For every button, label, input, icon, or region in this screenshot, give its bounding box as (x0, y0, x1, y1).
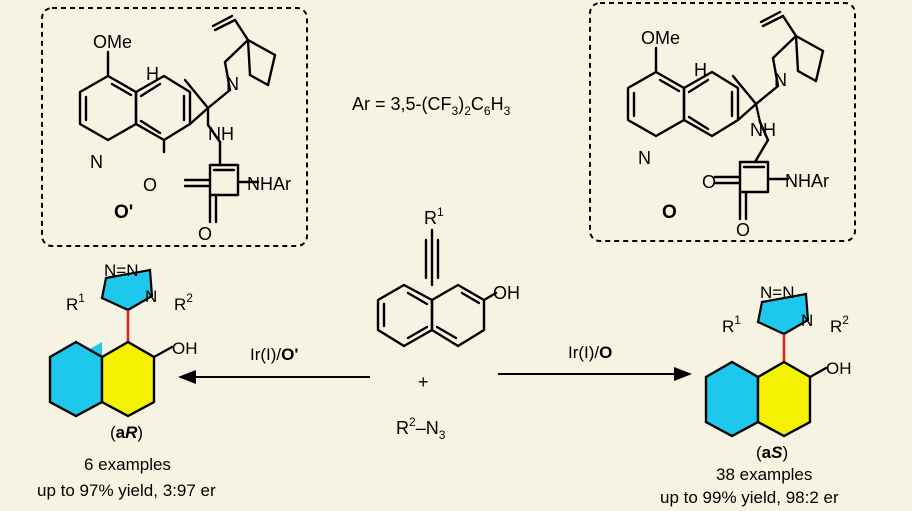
ring-n-label: N (801, 311, 813, 330)
catalyst-o-prime: OMe H N NH N O O NHAr O' (41, 7, 308, 247)
nhar-label: NHAr (785, 171, 829, 191)
oxo-label-2: O (198, 224, 212, 244)
oh-bond (152, 345, 174, 359)
r2-label: R2 (174, 291, 193, 314)
triazole-n-label: N=N (760, 283, 794, 302)
yield-text: up to 97% yield, 3:97 er (37, 481, 216, 500)
left-conditions: Ir(I)/O' (250, 345, 298, 364)
methoxy-label: OMe (93, 32, 132, 52)
oxo-label-1: O (143, 175, 157, 195)
r1-label: R1 (722, 313, 741, 336)
hydrogen-label: H (146, 64, 159, 84)
triazole-ring (756, 292, 810, 336)
catalyst-o-box (589, 2, 856, 242)
quinoline-n-label: N (638, 148, 651, 168)
quinoline-ring (626, 46, 740, 138)
quinuclidine-n-label: N (774, 70, 787, 90)
triazole-ring (100, 268, 154, 312)
naphthalene-ring-1 (704, 360, 760, 438)
product-ar: N=N N R1 R2 OH (aR) 6 examples up to 97%… (37, 261, 216, 500)
cinchona-backbone (183, 14, 277, 144)
naphthalene-ring-2 (100, 340, 156, 418)
amine-nh-label: NH (208, 124, 234, 144)
quinoline-n-label: N (90, 152, 103, 172)
oh-bond (808, 366, 828, 379)
squaramide (183, 140, 260, 224)
squaramide (713, 138, 790, 221)
nhar-label: NHAr (247, 174, 291, 194)
yield-text: up to 99% yield, 98:2 er (660, 488, 839, 507)
right-conditions: Ir(I)/O (568, 343, 612, 362)
naphthalene-ring-1-outline (48, 340, 104, 418)
plus-sign: + (418, 372, 429, 392)
examples-count: 6 examples (84, 455, 171, 474)
product-as: N=N N R1 R2 OH (aS) 38 examples up to 99… (660, 283, 852, 507)
alkyne-bond (424, 228, 440, 287)
oxo-label-2: O (736, 220, 750, 240)
hydrogen-label: H (694, 60, 707, 80)
arrow-left (178, 370, 370, 384)
r1-label: R1 (66, 291, 85, 314)
naphthol-ring (376, 283, 498, 348)
azide-label: R2–N3 (396, 415, 446, 442)
product-label: (aS) (756, 443, 788, 462)
triazole-n-label: N=N (104, 261, 138, 280)
catalyst-label: O' (114, 202, 133, 223)
catalyst-o-prime-box (41, 7, 308, 247)
r2-label: R2 (830, 313, 849, 336)
catalyst-o: OMe H N NH N O O NHAr O (589, 2, 856, 242)
cinchona-backbone (731, 10, 825, 142)
oh-label: OH (172, 339, 198, 358)
r1-label: R1 (424, 205, 444, 228)
examples-count: 38 examples (716, 465, 812, 484)
oh-label: OH (826, 359, 852, 378)
methoxy-label: OMe (641, 28, 680, 48)
oxo-label-1: O (702, 172, 716, 192)
quinoline-ring (78, 50, 192, 154)
quinuclidine-n-label: N (226, 74, 239, 94)
oh-label: OH (493, 283, 520, 303)
product-label: (aR) (110, 423, 143, 442)
alkyne-substrate: R1 OH (376, 205, 520, 348)
amine-nh-label: NH (750, 120, 776, 140)
naphthalene-ring-2 (756, 360, 812, 438)
arrow-right (498, 367, 692, 381)
catalyst-label: O (662, 202, 677, 223)
aryl-definition: Ar = 3,5-(CF3)2C6H3 (352, 94, 511, 118)
ring-n-label: N (145, 287, 157, 306)
